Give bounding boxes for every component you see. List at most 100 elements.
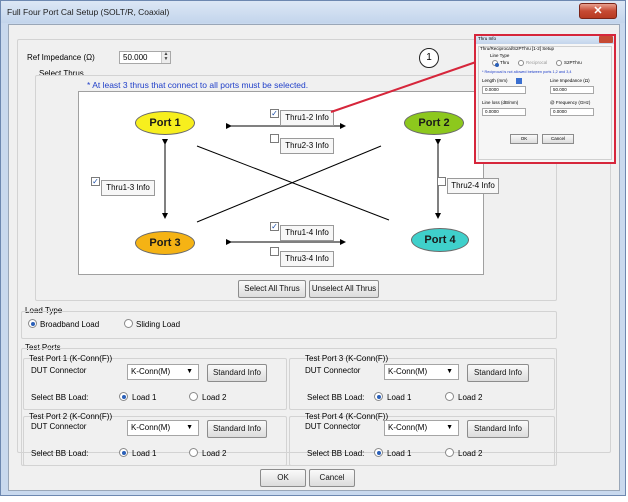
thru-2-3-info-button[interactable]: Thru2-3 Info <box>280 138 334 154</box>
popup-line-loss-label: Line loss (dB/mm) <box>482 100 519 105</box>
thru-1-2-info-button[interactable]: Thru1-2 Info <box>280 110 334 126</box>
popup-title-bar[interactable]: Thru Info <box>476 36 614 44</box>
test-port-4-connector-label: DUT Connector <box>305 422 361 431</box>
thru-1-3-checkbox[interactable]: ✓ <box>91 177 100 186</box>
sliding-load-label: Sliding Load <box>136 320 181 329</box>
chevron-down-icon: ▼ <box>186 424 193 431</box>
test-port-3-load2-radio[interactable] <box>445 392 454 401</box>
popup-frequency-input[interactable]: 0.0000 <box>550 108 594 116</box>
thru-2-4-checkbox[interactable] <box>437 177 446 186</box>
test-port-1-standard-info-button[interactable]: Standard Info <box>207 364 267 382</box>
thru-1-4-info-button[interactable]: Thru1-4 Info <box>280 225 334 241</box>
test-port-4-standard-info-button[interactable]: Standard Info <box>467 420 529 438</box>
test-port-4-title: Test Port 4 (K-Conn(F)) <box>305 412 389 421</box>
test-port-2-group <box>23 416 287 466</box>
port-2-node: Port 2 <box>404 111 464 135</box>
test-port-1-group <box>23 358 287 410</box>
test-port-3-load2-label: Load 2 <box>458 393 483 402</box>
test-ports-label: Test Ports <box>25 343 61 352</box>
chevron-down-icon: ▼ <box>446 368 453 375</box>
popup-close-icon[interactable] <box>599 36 613 43</box>
chevron-down-icon: ▼ <box>446 424 453 431</box>
test-port-1-load1-label: Load 1 <box>132 393 157 402</box>
port-4-node: Port 4 <box>411 228 469 252</box>
close-icon: ✕ <box>593 5 603 17</box>
test-port-2-bb-label: Select BB Load: <box>31 449 89 458</box>
thru-2-3-checkbox[interactable] <box>270 134 279 143</box>
test-port-1-load2-radio[interactable] <box>189 392 198 401</box>
ref-impedance-input[interactable]: 50.000 ▲▼ <box>119 51 171 64</box>
popup-s2pthru-radio[interactable] <box>556 60 562 66</box>
thru-diagram: Port 1 Port 2 Port 3 Port 4 ✓ Thru1-2 In… <box>78 91 499 275</box>
test-port-4-load1-radio[interactable] <box>374 448 383 457</box>
port-1-node: Port 1 <box>135 111 195 135</box>
test-port-2-load1-label: Load 1 <box>132 449 157 458</box>
select-thrus-group <box>35 75 557 301</box>
test-port-1-load2-label: Load 2 <box>202 393 227 402</box>
popup-s2pthru-label: S2PThru <box>564 60 582 65</box>
test-port-2-load1-radio[interactable] <box>119 448 128 457</box>
select-thrus-label: Select Thrus <box>39 69 84 78</box>
load-type-label: Load Type <box>25 306 63 315</box>
test-port-3-standard-info-button[interactable]: Standard Info <box>467 364 529 382</box>
broadband-load-radio[interactable] <box>28 319 37 328</box>
test-port-2-load2-label: Load 2 <box>202 449 227 458</box>
chevron-down-icon: ▼ <box>186 368 193 375</box>
setup-frame <box>17 39 611 453</box>
popup-thru-radio[interactable] <box>492 60 499 67</box>
test-port-2-standard-info-button[interactable]: Standard Info <box>207 420 267 438</box>
test-port-3-connector-select[interactable]: K-Conn(M) ▼ <box>384 364 459 380</box>
sliding-load-radio[interactable] <box>124 319 133 328</box>
test-port-3-group <box>289 358 555 410</box>
popup-reciprocal-label: Reciprocal <box>526 60 548 65</box>
thru-2-4-info-button[interactable]: Thru2-4 Info <box>447 178 499 194</box>
thru-1-3-info-button[interactable]: Thru1-3 Info <box>101 180 155 196</box>
ref-impedance-value: 50.000 <box>123 53 148 62</box>
popup-impedance-label: Line Impedance (Ω) <box>550 78 590 83</box>
thru-3-4-info-button[interactable]: Thru3-4 Info <box>280 251 334 267</box>
popup-thru-label: Thru <box>500 60 510 65</box>
test-port-1-connector-select[interactable]: K-Conn(M)▼ <box>127 364 199 380</box>
thru-1-4-checkbox[interactable]: ✓ <box>270 222 279 231</box>
unselect-all-thrus-button[interactable]: Unselect All Thrus <box>309 280 379 298</box>
test-port-1-title: Test Port 1 (K-Conn(F)) <box>29 354 113 363</box>
popup-length-label: Length (mm) <box>482 78 508 83</box>
popup-impedance-input[interactable]: 50.000 <box>550 86 594 94</box>
close-button[interactable]: ✕ <box>579 3 617 19</box>
port-3-node: Port 3 <box>135 231 195 255</box>
test-port-2-connector-label: DUT Connector <box>31 422 87 431</box>
thru-1-2-checkbox[interactable]: ✓ <box>270 109 279 118</box>
calculator-icon[interactable] <box>516 78 522 84</box>
popup-reciprocal-radio[interactable] <box>518 60 524 66</box>
popup-note: * Reciprocal is not allowed between port… <box>482 70 572 74</box>
test-port-4-load2-radio[interactable] <box>445 448 454 457</box>
test-port-4-bb-label: Select BB Load: <box>307 449 365 458</box>
test-port-3-connector-value: K-Conn(M) <box>388 367 428 376</box>
popup-title: Thru Info <box>478 36 497 41</box>
popup-cancel-button[interactable]: Cancel <box>542 134 574 144</box>
title-bar[interactable]: Full Four Port Cal Setup (SOLT/R, Coaxia… <box>1 1 625 23</box>
test-port-3-load1-label: Load 1 <box>387 393 412 402</box>
test-port-4-connector-select[interactable]: K-Conn(M)▼ <box>384 420 459 436</box>
test-port-3-connector-label: DUT Connector <box>305 366 361 375</box>
test-port-1-bb-label: Select BB Load: <box>31 393 89 402</box>
test-port-1-load1-radio[interactable] <box>119 392 128 401</box>
test-port-2-title: Test Port 2 (K-Conn(F)) <box>29 412 113 421</box>
test-port-2-load2-radio[interactable] <box>189 448 198 457</box>
ref-impedance-spinner[interactable]: ▲▼ <box>161 52 170 63</box>
ok-button[interactable]: OK <box>260 469 306 487</box>
test-port-3-bb-label: Select BB Load: <box>307 393 365 402</box>
thru-3-4-checkbox[interactable] <box>270 247 279 256</box>
popup-ok-button[interactable]: OK <box>510 134 538 144</box>
popup-line-loss-input[interactable]: 0.0000 <box>482 108 526 116</box>
test-port-2-connector-select[interactable]: K-Conn(M)▼ <box>127 420 199 436</box>
test-port-3-title: Test Port 3 (K-Conn(F)) <box>305 354 389 363</box>
popup-frequency-label: @ Frequency (GHz) <box>550 100 591 105</box>
test-port-3-load1-radio[interactable] <box>374 392 383 401</box>
window-title: Full Four Port Cal Setup (SOLT/R, Coaxia… <box>7 7 170 17</box>
cancel-button[interactable]: Cancel <box>309 469 355 487</box>
test-port-1-connector-label: DUT Connector <box>31 366 87 375</box>
popup-length-input[interactable]: 0.0000 <box>482 86 526 94</box>
popup-line-type-label: Line Type <box>490 53 510 58</box>
select-all-thrus-button[interactable]: Select All Thrus <box>238 280 306 298</box>
